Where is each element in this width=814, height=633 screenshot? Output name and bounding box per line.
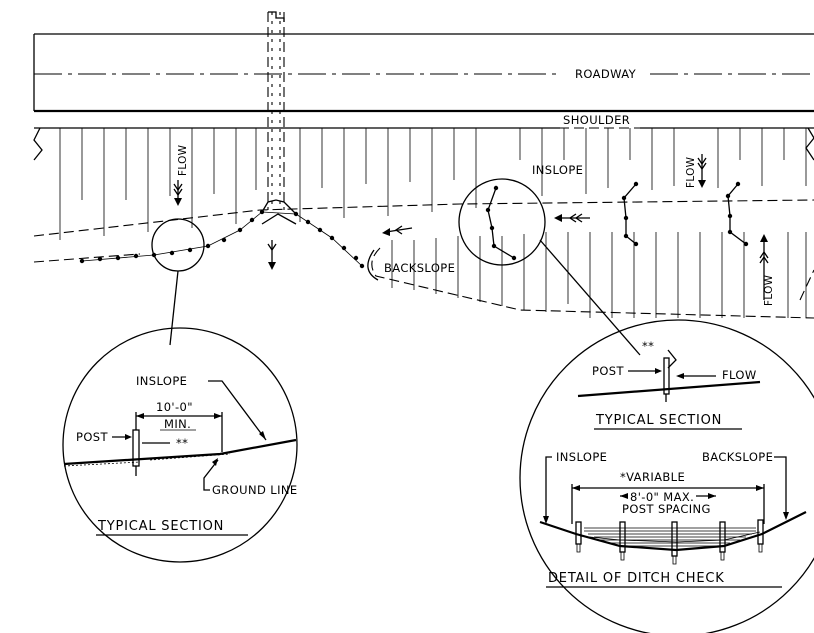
right-leader-line [539,239,641,356]
backslope-hatch [391,232,807,318]
ground-line-arrow [212,458,218,466]
right-backslope-arrow [783,512,789,520]
max-spacing-label: 8'-0" MAX. [630,490,694,504]
left-inslope-arrow [259,431,266,440]
inslope-hatch [59,128,807,240]
right-section-ground [577,380,761,398]
ditch-posts [575,519,764,557]
plan-inslope-label: INSLOPE [532,163,583,177]
right-note-label: ** [642,339,654,353]
culvert-apron [261,213,297,225]
culvert-inner [271,12,281,210]
break-mark-lower-right [799,269,814,301]
ditch-flowline [33,199,814,237]
left-detail-circle [62,327,298,563]
right-backslope-label: BACKSLOPE [702,450,773,464]
left-typical-section: 10'-0" MIN. POST ** INSLOPE GROUND LINE … [62,327,298,563]
left-dimension-label: 10'-0" [156,400,193,414]
plan-backslope-label: BACKSLOPE [384,261,455,275]
flow-arrow-icon [173,180,183,206]
left-post-arrow [125,434,132,440]
right-post-label: POST [592,364,624,378]
ground-line-leader [203,459,219,491]
left-leader-line [169,270,179,346]
backslope-corner [367,249,379,281]
ground-line-label: GROUND LINE [212,483,298,497]
left-inslope-label: INSLOPE [136,374,187,388]
shoulder-label: SHOULDER [563,113,630,127]
break-mark-left [33,127,43,161]
backslope-top-line [371,247,814,319]
flow-arrow-icon [697,154,707,188]
right-flow-arrow [676,373,684,379]
left-detail-title: TYPICAL SECTION [97,519,224,534]
right-note-leader [667,349,677,369]
ditch-post-embeds [576,544,763,565]
ditch-edge-left [33,253,141,263]
right-detail: ** POST FLOW TYPICAL SECTION INSLOPE BAC… [519,319,814,633]
right-detail-title: TYPICAL SECTION [595,413,722,428]
right-inslope-leader [545,456,552,520]
flow-label-mid: FLOW [685,156,697,188]
right-post-arrow [655,368,662,374]
roadway-label: ROADWAY [575,67,637,81]
right-inslope-label: INSLOPE [556,450,607,464]
culvert-headwall [261,199,297,215]
flow-arrow-icon [554,213,590,223]
flow-label-left: FLOW [177,144,189,176]
culvert-pipe [267,12,285,210]
roadway-plan: ROADWAY SHOULDER [33,11,814,356]
ditch-check-title: DETAIL OF DITCH CHECK [548,571,725,586]
left-inslope-leader [208,380,267,441]
left-min-label: MIN. [164,417,191,431]
flow-arrow-icon [759,234,769,300]
culvert-end [268,11,285,22]
left-ground-hatch [63,453,231,467]
break-mark-right [805,127,814,161]
post-spacing-label: POST SPACING [622,502,711,516]
right-flow-label: FLOW [722,368,757,382]
flow-arrow-icon [382,225,413,236]
left-ground-line [63,438,297,466]
flow-label-right: FLOW [763,274,775,306]
right-callout-circle [458,178,546,266]
left-note-label: ** [176,436,188,450]
ditch-check-left-line [81,211,363,267]
flow-arrow-icon [267,240,277,270]
right-inslope-arrow [543,516,549,524]
right-backslope-leader [774,456,787,516]
right-detail-circle [519,319,814,633]
left-callout-circle [151,218,205,272]
left-post-label: POST [76,430,108,444]
variable-label: *VARIABLE [620,470,685,484]
ditch-check-right-posts [485,181,749,261]
